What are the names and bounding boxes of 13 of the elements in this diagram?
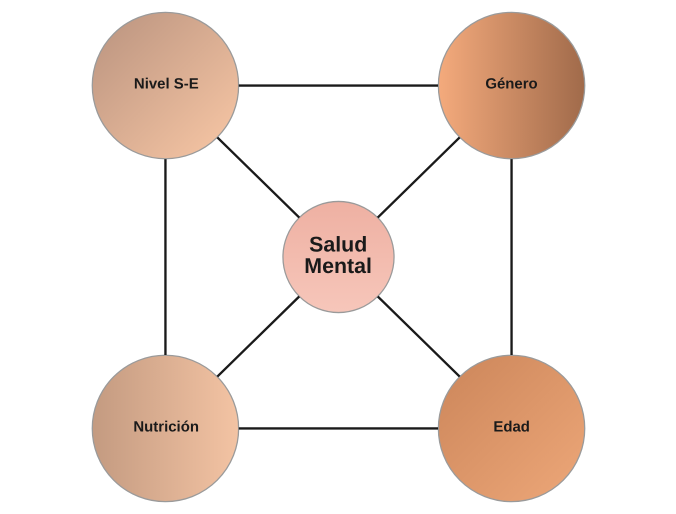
- connector: [238, 84, 438, 87]
- node-circle: Nutrición: [91, 354, 239, 502]
- connector: [238, 427, 438, 430]
- connector: [164, 159, 166, 355]
- node-circle: Nivel S-E: [91, 12, 239, 160]
- node-circle: Edad: [437, 354, 585, 502]
- connector: [376, 136, 460, 218]
- connector: [510, 159, 512, 355]
- connector: [376, 296, 460, 378]
- connector: [216, 296, 300, 378]
- connector: [216, 136, 300, 218]
- node-circle: Salud Mental: [282, 200, 394, 314]
- node-circle: Género: [437, 12, 585, 160]
